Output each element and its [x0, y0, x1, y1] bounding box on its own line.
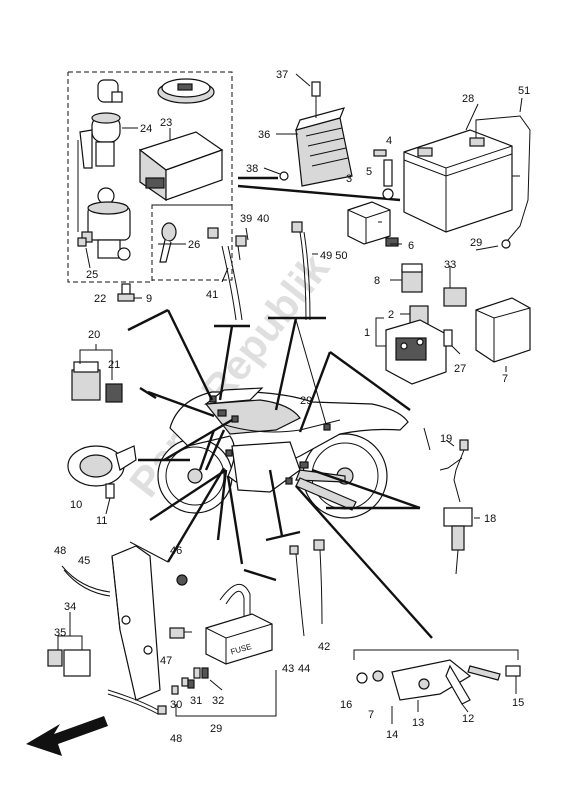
front-arrow-icon: [26, 716, 108, 756]
callout-6: 6: [408, 240, 414, 252]
callout-11: 11: [96, 515, 107, 527]
callout-18: 18: [484, 513, 496, 525]
neutral-switch-group: [439, 439, 480, 575]
callout-9: 9: [146, 293, 152, 305]
callout-28: 28: [462, 93, 474, 105]
callout-4: 4: [386, 135, 392, 147]
rectifier-regulator-group: [237, 73, 401, 202]
callout-22: 22: [94, 293, 106, 305]
battery-group: [403, 97, 531, 251]
callout-29-bottom: 29: [210, 723, 222, 735]
main-switch-group: [67, 71, 233, 302]
callout-48-top: 48: [54, 545, 66, 557]
callout-19: 19: [440, 433, 452, 445]
bracket-fuse-group: [47, 539, 325, 717]
lock-assembly-icon: [81, 187, 131, 261]
callout-16: 16: [340, 699, 352, 711]
callout-46: 46: [170, 545, 182, 557]
callout-31: 31: [190, 695, 202, 707]
callout-43: 43: [282, 663, 294, 675]
callout-2: 2: [388, 309, 394, 321]
callout-27: 27: [454, 363, 466, 375]
callout-44: 44: [298, 663, 310, 675]
callout-37: 37: [276, 69, 288, 81]
callout-49-50: 49 50: [320, 250, 348, 262]
callout-32: 32: [212, 695, 224, 707]
ignition-cap-icon: [97, 79, 123, 103]
horn-group: [67, 445, 137, 515]
callout-40: 40: [257, 213, 269, 225]
ecu-unit-icon: [138, 131, 224, 202]
callout-25: 25: [86, 269, 98, 281]
cable-ties-group: [207, 221, 318, 321]
key-icon: [159, 222, 177, 263]
callout-39: 39: [240, 213, 252, 225]
main-switch-icon: [79, 112, 121, 169]
callout-7-bottom: 7: [368, 709, 374, 721]
bolt-icon: [117, 283, 135, 302]
screw-icon: [77, 237, 87, 247]
callout-42: 42: [318, 641, 330, 653]
lock-ring-icon: [157, 78, 215, 104]
callout-41: 41: [206, 289, 218, 301]
callout-34: 34: [64, 601, 76, 613]
callout-3: 3: [346, 173, 352, 185]
screw-icon: [311, 81, 321, 97]
callout-45: 45: [78, 555, 90, 567]
callout-38: 38: [246, 163, 258, 175]
callout-12: 12: [462, 713, 474, 725]
callout-29-top: 29: [470, 237, 482, 249]
bolt-icon: [383, 159, 393, 187]
callout-36: 36: [258, 129, 270, 141]
callout-24: 24: [140, 123, 152, 135]
relay-set-group: [71, 344, 123, 403]
callout-35: 35: [54, 627, 66, 639]
washer-icon: [279, 171, 289, 181]
callout-7-right: 7: [502, 373, 508, 385]
leader-lines: [127, 308, 433, 639]
callout-29-mid: 29: [300, 395, 312, 407]
callout-labels: 37 36 38 28 51 4 5 3 6 29 33 8 2 1 27 7 …: [54, 69, 530, 745]
callout-33: 33: [444, 259, 456, 271]
callout-30: 30: [170, 699, 182, 711]
callout-21: 21: [108, 359, 120, 371]
callout-1: 1: [364, 327, 370, 339]
callout-15: 15: [512, 697, 524, 709]
callout-47: 47: [160, 655, 172, 667]
callout-26: 26: [188, 239, 200, 251]
callout-10: 10: [70, 499, 82, 511]
callout-14: 14: [386, 729, 398, 741]
callout-5: 5: [366, 166, 372, 178]
callout-48-bottom: 48: [170, 733, 182, 745]
callout-8: 8: [374, 275, 380, 287]
callout-51: 51: [518, 85, 530, 97]
callout-20: 20: [88, 329, 100, 341]
lever-group: [353, 649, 521, 724]
starter-relay-group: [347, 149, 531, 385]
callout-23: 23: [160, 117, 172, 129]
motorcycle-illustration: [157, 387, 409, 519]
callout-13: 13: [412, 717, 424, 729]
